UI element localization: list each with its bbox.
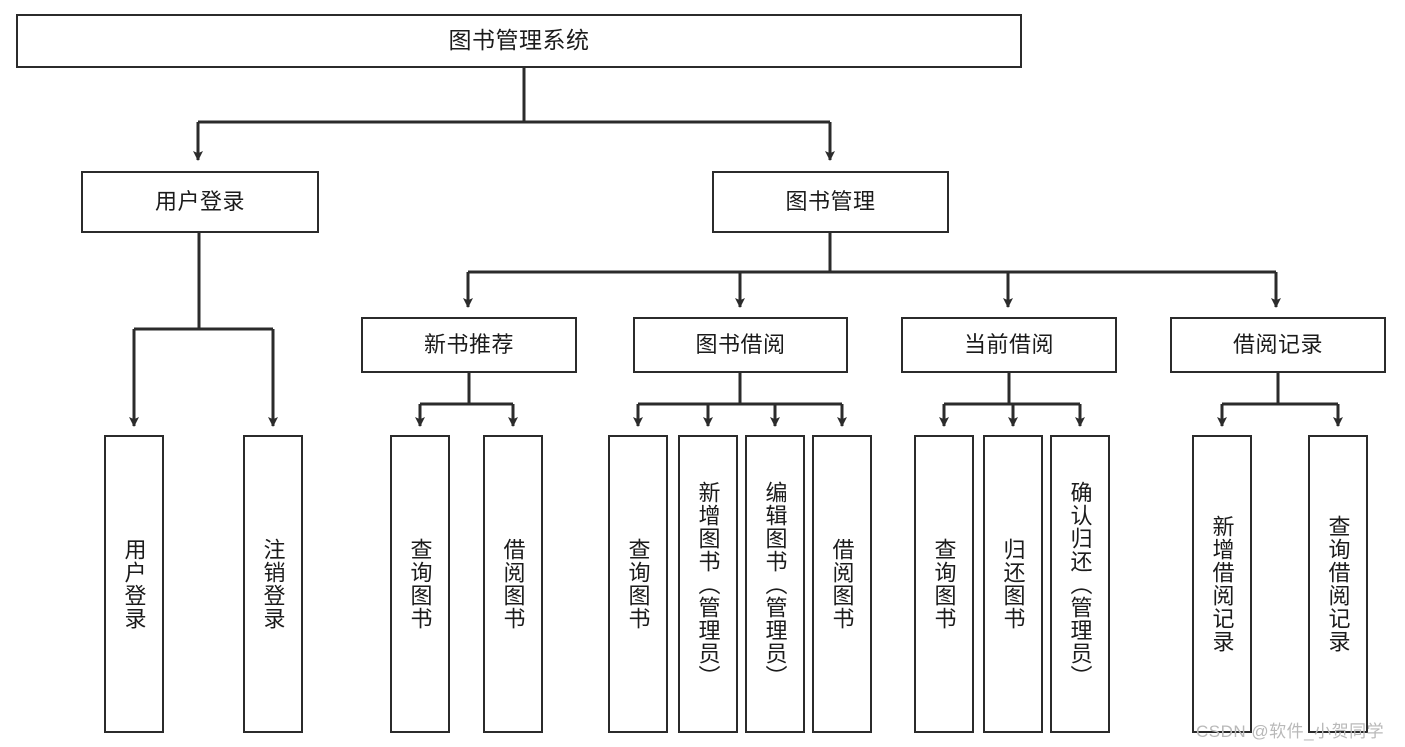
node-leaf-add-book-admin[interactable]: 新增图书（管理员） bbox=[678, 435, 738, 733]
node-user-login-label: 用户登录 bbox=[154, 189, 245, 215]
node-leaf-query-book-3-label: 查询图书 bbox=[931, 538, 957, 630]
node-borrow-record[interactable]: 借阅记录 bbox=[1170, 317, 1386, 373]
node-book-management[interactable]: 图书管理 bbox=[712, 171, 949, 233]
node-book-borrow[interactable]: 图书借阅 bbox=[633, 317, 848, 373]
node-leaf-logout-label: 注销登录 bbox=[260, 538, 286, 630]
node-leaf-return-book-label: 归还图书 bbox=[1000, 538, 1026, 630]
node-leaf-logout[interactable]: 注销登录 bbox=[243, 435, 303, 733]
node-current-borrow-label: 当前借阅 bbox=[963, 332, 1054, 358]
node-leaf-add-book-admin-label: 新增图书（管理员） bbox=[695, 480, 721, 688]
node-book-borrow-label: 图书借阅 bbox=[695, 332, 786, 358]
node-current-borrow[interactable]: 当前借阅 bbox=[901, 317, 1117, 373]
node-leaf-user-login[interactable]: 用户登录 bbox=[104, 435, 164, 733]
node-leaf-query-borrow-record[interactable]: 查询借阅记录 bbox=[1308, 435, 1368, 733]
node-leaf-query-book-1[interactable]: 查询图书 bbox=[390, 435, 450, 733]
node-leaf-query-book-3[interactable]: 查询图书 bbox=[914, 435, 974, 733]
node-leaf-return-book[interactable]: 归还图书 bbox=[983, 435, 1043, 733]
node-leaf-user-login-label: 用户登录 bbox=[121, 538, 147, 630]
node-root-label: 图书管理系统 bbox=[448, 27, 590, 54]
node-leaf-borrow-book-2-label: 借阅图书 bbox=[829, 538, 855, 630]
node-leaf-borrow-book-1[interactable]: 借阅图书 bbox=[483, 435, 543, 733]
node-borrow-record-label: 借阅记录 bbox=[1232, 332, 1323, 358]
node-leaf-edit-book-admin-label: 编辑图书（管理员） bbox=[762, 480, 788, 688]
node-leaf-confirm-return-admin-label: 确认归还（管理员） bbox=[1067, 480, 1093, 688]
csdn-watermark: CSDN @软件_小贺同学 bbox=[1196, 722, 1385, 741]
node-leaf-borrow-book-1-label: 借阅图书 bbox=[500, 538, 526, 630]
node-leaf-query-borrow-record-label: 查询借阅记录 bbox=[1325, 515, 1351, 653]
node-leaf-query-book-2[interactable]: 查询图书 bbox=[608, 435, 668, 733]
node-leaf-edit-book-admin[interactable]: 编辑图书（管理员） bbox=[745, 435, 805, 733]
node-leaf-borrow-book-2[interactable]: 借阅图书 bbox=[812, 435, 872, 733]
node-user-login[interactable]: 用户登录 bbox=[81, 171, 319, 233]
node-new-book-recommend-label: 新书推荐 bbox=[423, 332, 514, 358]
node-leaf-add-borrow-record-label: 新增借阅记录 bbox=[1209, 515, 1235, 653]
node-leaf-query-book-1-label: 查询图书 bbox=[407, 538, 433, 630]
node-root[interactable]: 图书管理系统 bbox=[16, 14, 1022, 68]
node-leaf-add-borrow-record[interactable]: 新增借阅记录 bbox=[1192, 435, 1252, 733]
node-leaf-confirm-return-admin[interactable]: 确认归还（管理员） bbox=[1050, 435, 1110, 733]
node-book-management-label: 图书管理 bbox=[785, 189, 876, 215]
node-new-book-recommend[interactable]: 新书推荐 bbox=[361, 317, 577, 373]
node-leaf-query-book-2-label: 查询图书 bbox=[625, 538, 651, 630]
